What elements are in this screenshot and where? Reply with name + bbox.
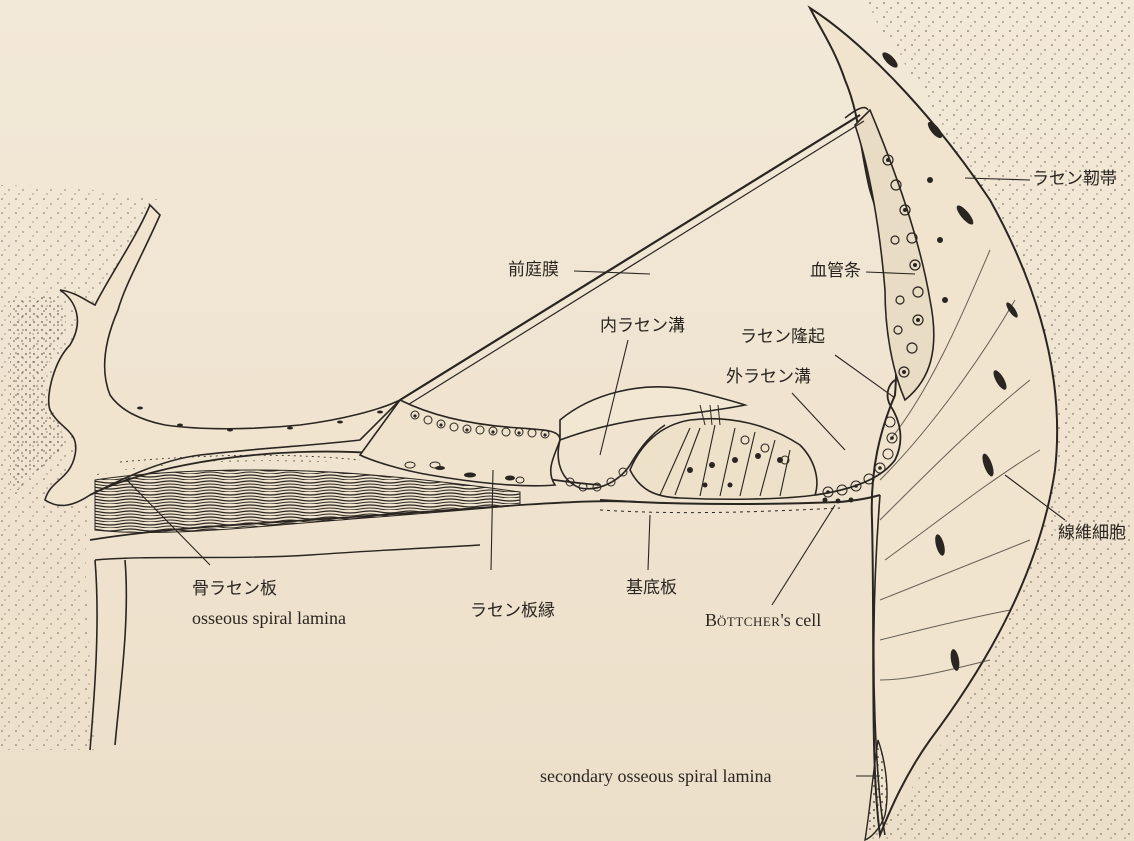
bottcher-smallcaps: ÖTTCHER	[717, 614, 780, 629]
spiral-limbus	[360, 400, 560, 486]
label-spiral-ligament: ラセン靭帯	[1032, 171, 1117, 188]
label-osseous-spiral-lamina-jp: 骨ラセン板	[192, 581, 277, 598]
vestibular-membrane	[400, 115, 860, 400]
label-osseous-spiral-lamina-en: osseous spiral lamina	[192, 609, 346, 627]
label-outer-spiral-sulcus: 外ラセン溝	[726, 369, 811, 386]
lower-bony-stalk	[90, 560, 126, 750]
bottcher-prefix: B	[705, 610, 717, 630]
label-inner-spiral-sulcus: 内ラセン溝	[600, 318, 685, 335]
label-basilar-membrane: 基底板	[626, 580, 677, 597]
label-fibrocytes: 線維細胞	[1058, 525, 1126, 542]
label-spiral-limbus: ラセン板縁	[470, 603, 555, 620]
label-vestibular-membrane: 前庭膜	[508, 262, 559, 279]
label-secondary-osseous-spiral-lamina: secondary osseous spiral lamina	[540, 767, 771, 785]
label-spiral-prominence: ラセン隆起	[740, 329, 825, 346]
label-stria-vascularis: 血管条	[810, 263, 861, 280]
label-bottcher-cell: BÖTTCHER's cell	[705, 611, 821, 629]
bottcher-suffix: 's cell	[780, 610, 821, 630]
